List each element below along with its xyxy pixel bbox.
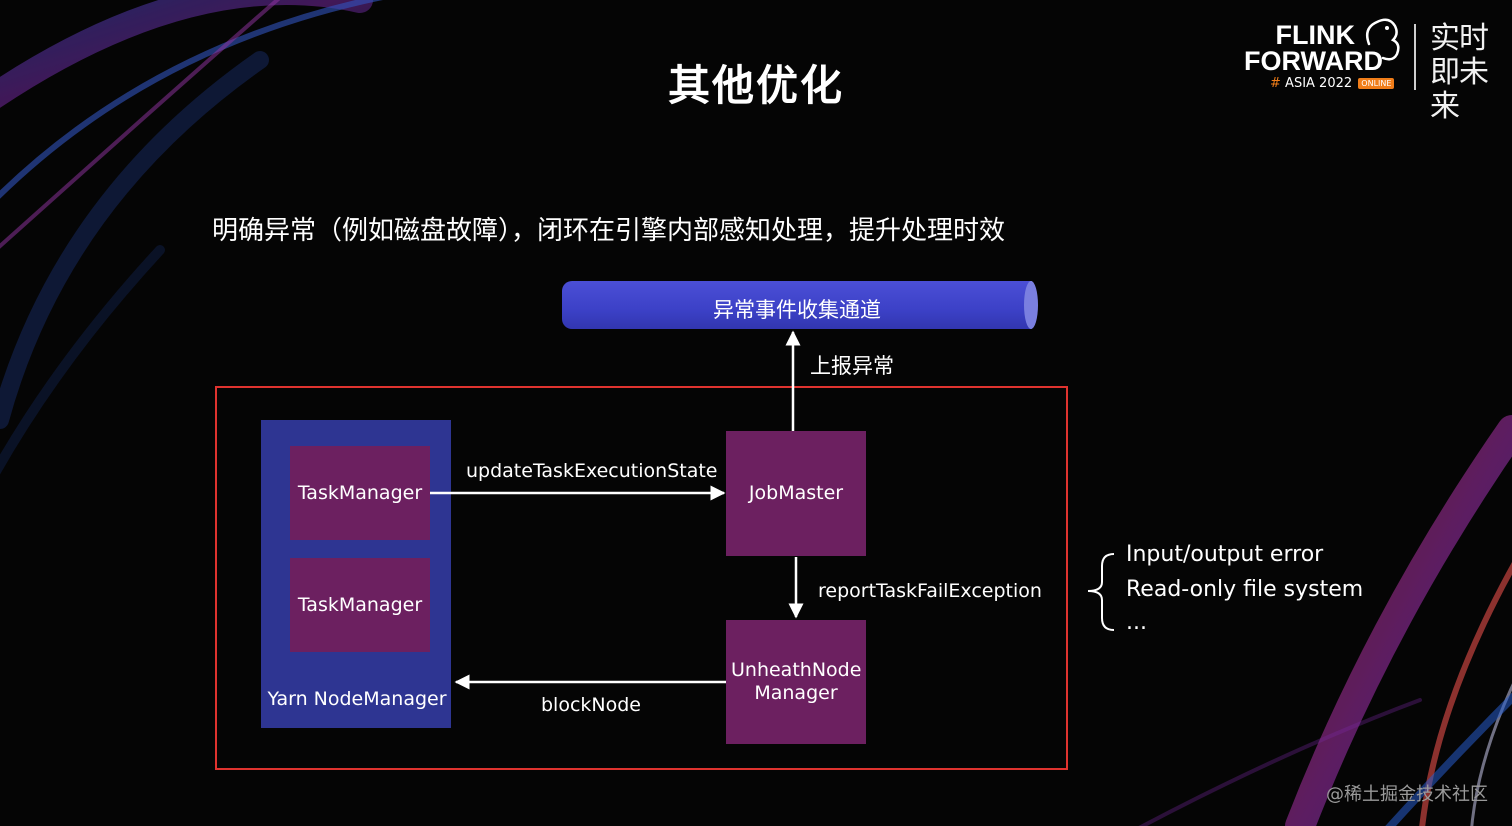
flink-forward-logo: FLINK FORWARD # ASIA 2022 ONLINE	[1238, 14, 1403, 94]
slogan: 实时即未来	[1430, 21, 1489, 124]
error-item-2: Read-only file system	[1126, 577, 1364, 602]
taskmanager-label-1: TaskManager	[297, 481, 423, 504]
yarn-nodemanager-label: Yarn NodeManager	[267, 688, 447, 710]
slide-title: 其他优化	[667, 61, 844, 110]
block-node-label: blockNode	[541, 694, 642, 716]
squirrel-icon	[1366, 18, 1400, 61]
taskmanager-label-2: TaskManager	[297, 593, 423, 616]
logo-event-name: ASIA 2022	[1285, 76, 1353, 91]
jobmaster-label: JobMaster	[748, 482, 844, 504]
unhealth-node-manager-label: UnheathNode Manager	[731, 659, 862, 704]
error-brace-icon	[1087, 553, 1115, 631]
unhealth-node-manager-box: UnheathNode Manager	[726, 620, 866, 744]
report-fail-label: reportTaskFailException	[818, 580, 1042, 602]
channel-cap	[1024, 281, 1038, 329]
exception-channel-label: 异常事件收集通道	[713, 298, 881, 322]
logo-line2: FORWARD	[1244, 46, 1383, 76]
error-item-1: Input/output error	[1126, 542, 1324, 567]
logo-divider	[1414, 24, 1416, 90]
exception-channel: 异常事件收集通道	[562, 281, 1038, 329]
error-item-3: ...	[1126, 610, 1147, 635]
taskmanager-box-2: TaskManager	[290, 558, 430, 652]
logo-online-badge: ONLINE	[1358, 78, 1395, 89]
slide-subtitle: 明确异常（例如磁盘故障），闭环在引擎内部感知处理，提升处理时效	[212, 216, 1006, 246]
logo-hash: #	[1270, 76, 1281, 91]
engine-boundary-frame	[215, 386, 1068, 770]
update-label: updateTaskExecutionState	[466, 460, 718, 482]
logo-event: # ASIA 2022 ONLINE	[1270, 76, 1395, 91]
watermark: @稀土掘金技术社区	[1326, 784, 1488, 805]
taskmanager-box-1: TaskManager	[290, 446, 430, 540]
jobmaster-box: JobMaster	[726, 431, 866, 556]
report-label: 上报异常	[810, 354, 894, 378]
logo-line1: FLINK	[1275, 20, 1355, 50]
